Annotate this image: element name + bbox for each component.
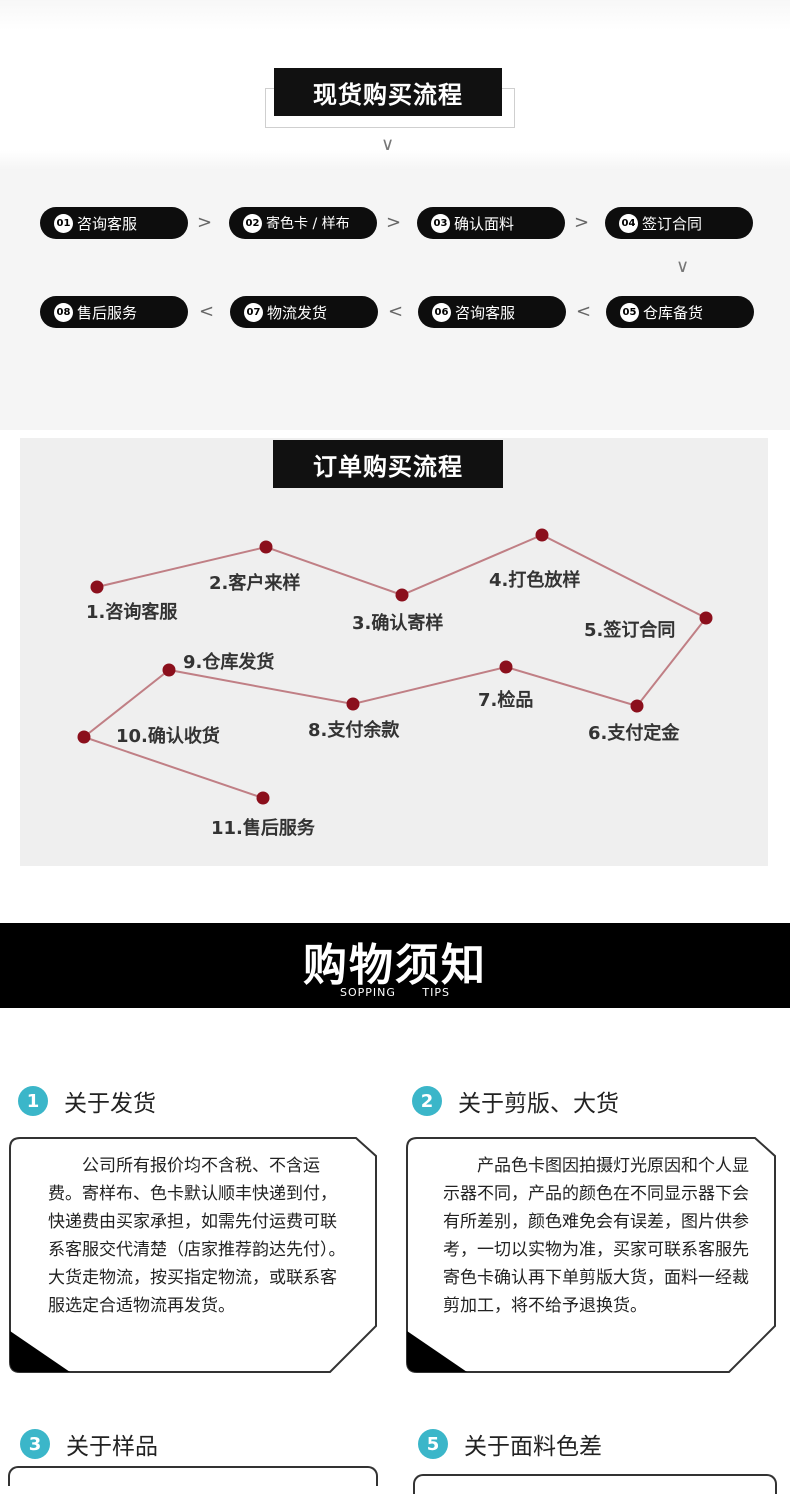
step-label: 签订合同 [642,214,703,233]
order-step-label: 7.检品 [478,690,534,711]
step-number: 04 [619,213,638,233]
spot-flow-section: 现货购买流程 ∨ 01 咨询客服 > 02 寄色卡 / 样布 > 03 确认面料… [0,0,790,430]
route-dot-11 [256,791,270,805]
step-label: 寄色卡 / 样布 [266,216,350,232]
shopping-tips-banner: 购物须知 SOPPING TIPS [0,923,790,1008]
route-dot-1 [90,580,104,594]
tip-title: 关于面料色差 [464,1434,602,1460]
tip-heading-samples: 3 关于样品 [20,1427,158,1461]
step-label: 咨询客服 [77,214,138,233]
tips-title: 购物须知 [303,940,487,991]
route-dot-4 [535,528,549,542]
spot-step-04: 04 签订合同 [605,207,753,239]
notice-frame [9,1137,377,1373]
route-dot-5 [699,611,713,625]
tip-body: 公司所有报价均不含税、不含运费。寄样布、色卡默认顺丰快递到付，快递费由买家承担，… [48,1156,346,1316]
spot-step-05: 05 仓库备货 [606,296,754,328]
tip-heading-color-difference: 5 关于面料色差 [418,1427,602,1461]
route-dot-2 [259,540,273,554]
step-number: 07 [244,302,263,322]
number-badge: 5 [418,1429,448,1459]
order-step-label: 6.支付定金 [588,723,680,744]
spot-step-03: 03 确认面料 [417,207,565,239]
route-dot-7 [499,660,513,674]
tip-heading-shipping: 1 关于发货 [18,1084,156,1118]
spot-step-02: 02 寄色卡 / 样布 [229,207,377,239]
order-step-label: 2.客户来样 [209,573,301,594]
chevron-left-icon: < [199,301,215,322]
tip-box-shipping: 公司所有报价均不含税、不含运费。寄样布、色卡默认顺丰快递到付，快递费由买家承担，… [8,1136,378,1376]
tip-title: 关于发货 [64,1091,156,1117]
number-badge: 1 [18,1086,48,1116]
order-step-label: 11.售后服务 [211,818,315,839]
route-dot-6 [630,699,644,713]
route-dot-3 [395,588,409,602]
number-badge: 3 [20,1429,50,1459]
step-number: 01 [54,213,73,233]
order-flow-route [77,528,713,805]
number-badge: 2 [412,1086,442,1116]
order-flow-title: 订单购买流程 [273,440,503,488]
step-label: 售后服务 [77,303,138,322]
spot-step-06: 06 咨询客服 [418,296,566,328]
order-step-label: 10.确认收货 [116,726,220,747]
chevron-down-icon: ∨ [676,256,690,277]
chevron-right-icon: > [386,212,402,233]
step-label: 仓库备货 [643,303,704,322]
spot-flow-title: 现货购买流程 [274,68,502,116]
order-step-label: 5.签订合同 [584,620,676,641]
tip-body: 产品色卡图因拍摄灯光原因和个人显示器不同，产品的颜色在不同显示器下会有所差别，颜… [443,1156,749,1316]
spot-step-08: 08 售后服务 [40,296,188,328]
chevron-right-icon: > [197,212,213,233]
order-flow-section: 订单购买流程 1.咨询客服 2.客户来样 3.确认寄样 4.打色放样 5.签订合… [20,438,768,866]
step-number: 03 [431,213,450,233]
order-step-label: 8.支付余款 [308,720,400,741]
notice-frame [406,1137,776,1373]
step-number: 02 [243,213,262,233]
route-line [81,533,708,799]
chevron-left-icon: < [576,301,592,322]
order-step-label: 4.打色放样 [489,570,581,591]
order-step-label: 1.咨询客服 [86,602,178,623]
route-dot-8 [346,697,360,711]
step-number: 06 [432,302,451,322]
step-number: 05 [620,302,639,322]
route-dot-10 [77,730,91,744]
tip-box-color-difference [413,1474,777,1494]
spot-step-01: 01 咨询客服 [40,207,188,239]
tip-heading-cutting: 2 关于剪版、大货 [412,1084,619,1118]
spot-step-07: 07 物流发货 [230,296,378,328]
step-label: 确认面料 [454,214,515,233]
tips-subtitle: SOPPING TIPS [340,986,450,999]
route-dot-9 [162,663,176,677]
chevron-down-icon: ∨ [381,134,395,155]
tip-box-cutting: 产品色卡图因拍摄灯光原因和个人显示器不同，产品的颜色在不同显示器下会有所差别，颜… [405,1136,777,1376]
step-label: 咨询客服 [455,303,516,322]
step-number: 08 [54,302,73,322]
chevron-right-icon: > [574,212,590,233]
step-label: 物流发货 [267,303,328,322]
order-step-label: 3.确认寄样 [352,613,444,634]
tip-title: 关于样品 [66,1434,158,1460]
tip-title: 关于剪版、大货 [458,1091,619,1117]
order-step-label: 9.仓库发货 [183,652,275,673]
tip-box-samples [8,1466,378,1486]
chevron-left-icon: < [388,301,404,322]
